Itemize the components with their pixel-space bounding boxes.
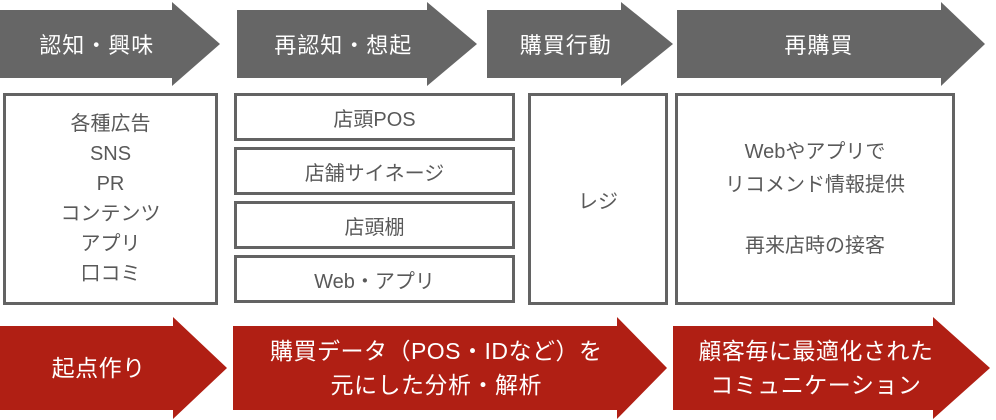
stage-arrow-recall: 再認知・想起	[237, 2, 477, 86]
touchpoint-item: リコメンド情報提供	[725, 173, 905, 196]
stage-arrow-awareness: 認知・興味	[0, 2, 220, 86]
stage-arrow-label: 認知・興味	[39, 33, 155, 58]
stage-arrow-label: 再認知・想起	[274, 33, 413, 58]
action-arrow-label: 起点作り	[51, 355, 146, 381]
touchpoint-item: Web・アプリ	[314, 270, 435, 293]
touchpoint-item: Webやアプリで	[744, 140, 886, 163]
stage-arrow-label: 再購買	[784, 33, 854, 58]
touchpoint-item: 店舗サイネージ	[304, 162, 445, 185]
repurchase-touchpoints-box: Webやアプリで リコメンド情報提供 再来店時の接客	[675, 93, 955, 305]
touchpoint-item: レジ	[578, 190, 618, 213]
touchpoint-item: アプリ	[80, 233, 141, 255]
action-arrow-communication: 顧客毎に最適化された コミュニケーション	[673, 317, 990, 419]
recall-touchpoint-box-signage: 店舗サイネージ	[234, 147, 515, 195]
touchpoint-item: コンテンツ	[60, 203, 161, 225]
stage-arrow-purchase: 購買行動	[487, 2, 673, 86]
action-arrow-label: 元にした分析・解析	[330, 372, 542, 398]
action-arrow-analysis: 購買データ（POS・IDなど）を 元にした分析・解析	[233, 317, 667, 419]
stage-arrow-repurchase: 再購買	[677, 2, 985, 86]
touchpoint-item: 各種広告	[70, 113, 151, 135]
touchpoint-item: PR	[96, 173, 125, 195]
recall-touchpoint-box-pos: 店頭POS	[234, 93, 515, 141]
recall-touchpoint-box-web-app: Web・アプリ	[234, 255, 515, 303]
touchpoint-item: 再来店時の接客	[745, 234, 885, 257]
touchpoint-item: 口コミ	[80, 263, 141, 285]
awareness-touchpoints-box: 各種広告 SNS PR コンテンツ アプリ 口コミ	[3, 93, 218, 305]
action-arrow-label: コミュニケーション	[710, 372, 922, 398]
action-arrow-label: 購買データ（POS・IDなど）を	[269, 338, 603, 364]
stage-arrow-label: 購買行動	[519, 33, 612, 58]
recall-touchpoint-box-shelf: 店頭棚	[234, 201, 515, 249]
touchpoint-item: 店頭棚	[344, 216, 405, 239]
action-arrow-origin: 起点作り	[0, 317, 227, 419]
touchpoint-item: SNS	[89, 143, 132, 165]
touchpoint-item: 店頭POS	[333, 108, 416, 131]
purchase-touchpoint-box: レジ	[528, 93, 668, 305]
action-arrow-label: 顧客毎に最適化された	[698, 338, 934, 364]
